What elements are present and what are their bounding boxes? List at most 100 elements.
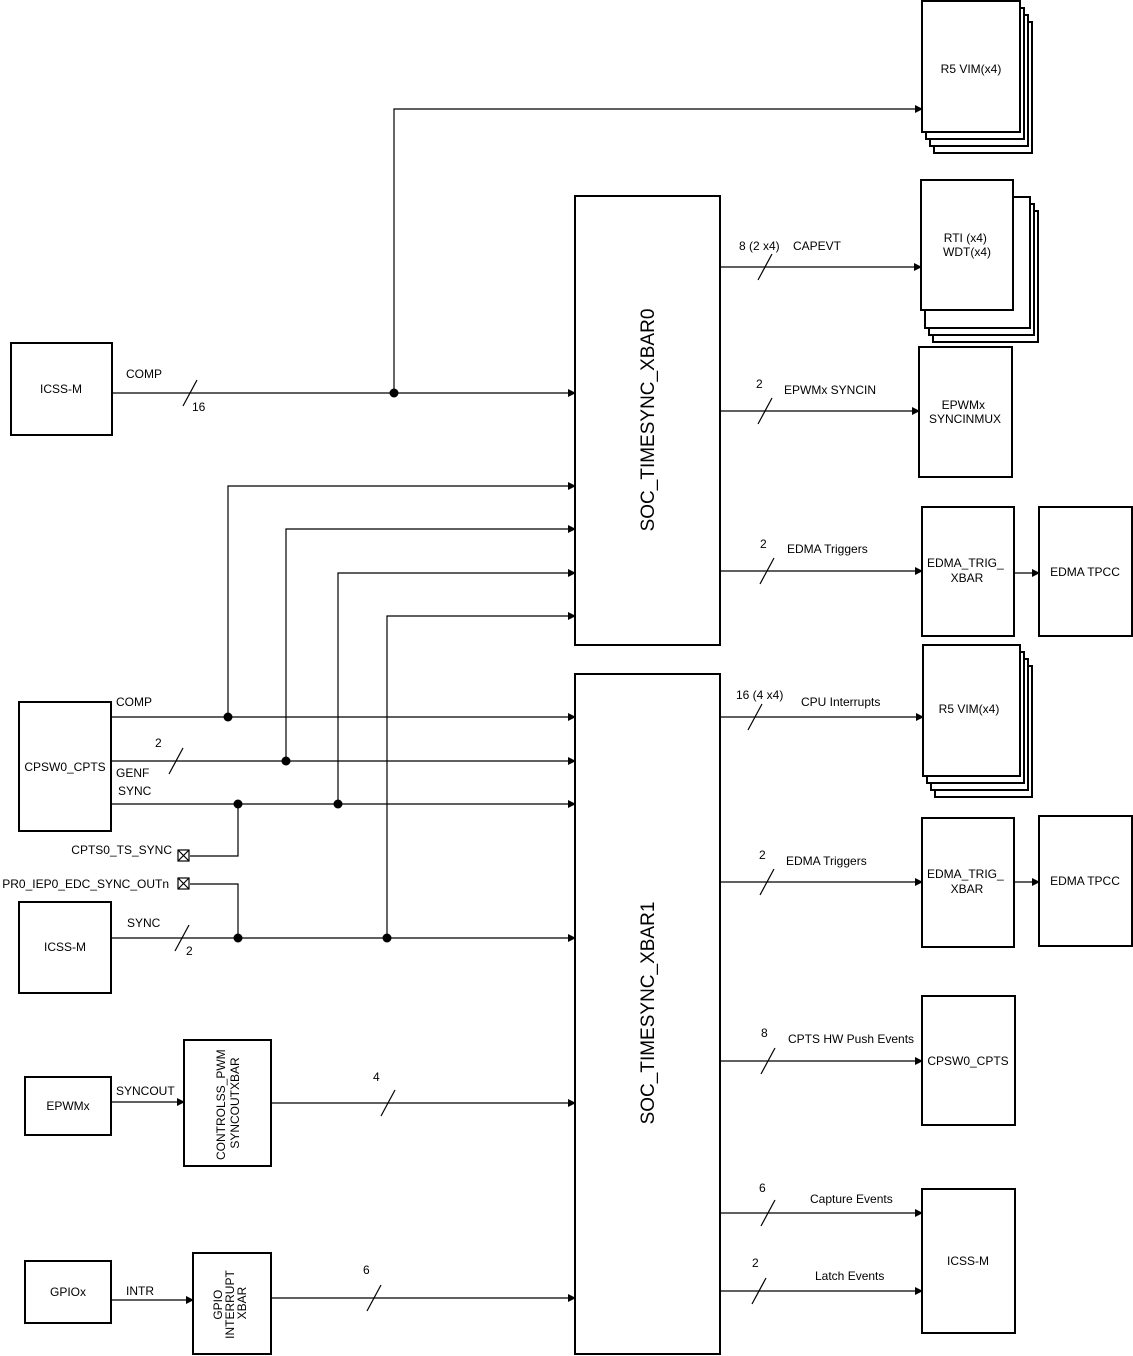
icss-sync-label: SYNC [127,916,161,930]
cpts-ts-sync-pin [177,849,190,862]
edma-tpcc-2-label: EDMA TPCC [1050,874,1120,888]
cpu-int-slash [747,703,763,731]
cpts-push-width: 8 [761,1026,768,1040]
r5vim-mid-stack: R5 VIM(x4) [922,644,1033,798]
gpio-interrupt-xbar-block: GPIO INTERRUPT XBAR [192,1252,272,1355]
gpiox-block: GPIOx [24,1260,112,1324]
genf-riser-line [285,525,576,761]
epwm-syncin-label: EPWMx SYNCIN [784,383,876,397]
syncinmux-line1: EPWMx [942,398,985,412]
wdt-label: WDT(x4) [943,245,991,259]
cpsw-comp-junction [223,712,233,722]
edma-trig-xbar-1-block: EDMA_TRIG_ XBAR [921,506,1015,637]
edma1-label: EDMA Triggers [786,854,867,868]
icssm-top-label: ICSS-M [40,382,82,396]
capevt-width: 8 (2 x4) [739,239,780,253]
svg-text:EDMA_TRIG_ XBAR: EDMA_TRIG_ XBAR [927,867,1007,896]
latch-label: Latch Events [815,1269,884,1283]
cpts-push-slash [760,1047,776,1075]
svg-text:RTI (x4) WDT(x4): RTI (x4) WDT(x4) [943,231,991,259]
cpsw-dest-label: CPSW0_CPTS [927,1054,1008,1068]
cpsw-source-label: CPSW0_CPTS [24,760,105,774]
epwm-syncin-slash [757,397,773,425]
edma-trig-xbar-2-line1: EDMA_TRIG_ [927,867,1004,881]
cpsw-comp-label: COMP [116,695,152,709]
edma-tpcc-2-block: EDMA TPCC [1038,815,1133,947]
edma0-slash [759,557,775,585]
edma1-slash [759,868,775,896]
xbar0-label: SOC_TIMESYNC_XBAR0 [638,309,659,532]
edma0-label: EDMA Triggers [787,542,868,556]
cpts-ts-sync-line [190,804,239,857]
pwm-xbar-line2: SYNCOUTXBAR [228,1057,242,1149]
cpu-int-width: 16 (4 x4) [736,688,783,702]
cpts-push-label: CPTS HW Push Events [788,1032,914,1046]
icssm-mid-label: ICSS-M [44,940,86,954]
gpiox-label: GPIOx [50,1285,86,1299]
icssm-top-block: ICSS-M [10,342,113,436]
r5vim-top-stack: R5 VIM(x4) [921,0,1033,154]
genf-junction [281,756,291,766]
svg-text:EPWMx SYNCINMUX: EPWMx SYNCINMUX [929,398,1001,426]
icss-sync-slash [174,924,190,952]
edma1-width: 2 [759,848,766,862]
capevt-label: CAPEVT [793,239,842,253]
epwmx-label: EPWMx [46,1099,89,1113]
icssm-mid-block: ICSS-M [18,901,112,994]
gpio-xbar-line3: XBAR [235,1286,249,1319]
gpio-xbar-out-slash [366,1284,382,1312]
xbar0-block: SOC_TIMESYNC_XBAR0 [574,195,721,646]
pr0-iep0-label: PR0_IEP0_EDC_SYNC_OUTn [2,877,169,891]
svg-text:EDMA_TRIG_ XBAR: EDMA_TRIG_ XBAR [927,556,1007,585]
edma-trig-xbar-2-block: EDMA_TRIG_ XBAR [921,817,1015,948]
comp-top-width: 16 [192,400,206,414]
edma0-width: 2 [760,537,767,551]
pr0-iep0-pin [177,877,190,890]
r5vim-mid-label: R5 VIM(x4) [939,702,1000,716]
gpio-xbar-line2: INTERRUPT [223,1270,237,1339]
genf-label: GENF [116,766,149,780]
capture-label: Capture Events [810,1192,893,1206]
pwm-syncoutxbar-block: CONTROLSS_PWM SYNCOUTXBAR [183,1039,272,1167]
comp-top-label: COMP [126,367,162,381]
comp-riser-line [227,482,576,717]
cpsw-dest-block: CPSW0_CPTS [921,995,1016,1126]
pwm-xbar-line1: CONTROLSS_PWM [214,1049,228,1160]
gpio-xbar-line1: GPIO [211,1290,225,1320]
edma-trig-xbar-1-line1: EDMA_TRIG_ [927,556,1004,570]
svg-text:GPIO INTERRUPT XBA: GPIO INTERRUPT XBAR [211,1267,249,1339]
pwm-width: 4 [373,1070,380,1084]
icss-sync-width: 2 [186,944,193,958]
icss-sync-riser-line [386,612,576,938]
intr-label: INTR [126,1284,154,1298]
comp-top-slash [182,379,198,407]
genf-width: 2 [155,736,162,750]
icss-sync-junction-a [233,933,243,943]
r5vim-top-feed-line [393,105,923,393]
sync-label: SYNC [118,784,152,798]
icss-sync-junction-b [382,933,392,943]
capture-width: 6 [759,1181,766,1195]
svg-text:CONTROLSS_PWM SYNCOUTXBA: CONTROLSS_PWM SYNCOUTXBAR [214,1046,242,1160]
latch-width: 2 [752,1256,759,1270]
sync-junction-b [333,799,343,809]
syncout-label: SYNCOUT [116,1084,175,1098]
cpts-ts-sync-label: CPTS0_TS_SYNC [71,843,172,857]
epwm-syncin-width: 2 [756,377,763,391]
icssm-dest-block: ICSS-M [921,1188,1016,1334]
epwmx-block: EPWMx [24,1076,112,1136]
xbar1-label: SOC_TIMESYNC_XBAR1 [638,902,659,1125]
epwm-syncinmux-block: EPWMx SYNCINMUX [918,346,1013,478]
genf-slash [168,747,184,775]
xbar1-block: SOC_TIMESYNC_XBAR1 [574,673,721,1355]
icssm-dest-label: ICSS-M [947,1254,989,1268]
edma-trig-xbar-2-line2: XBAR [951,882,984,896]
latch-slash [751,1277,767,1305]
edma-trig-xbar-1-line2: XBAR [951,571,984,585]
sync-riser-line [337,569,576,804]
cpu-int-label: CPU Interrupts [801,695,880,709]
pwm-xbar-out-slash [380,1089,396,1117]
rti-label: RTI (x4) [944,231,987,245]
capture-slash [760,1199,776,1227]
